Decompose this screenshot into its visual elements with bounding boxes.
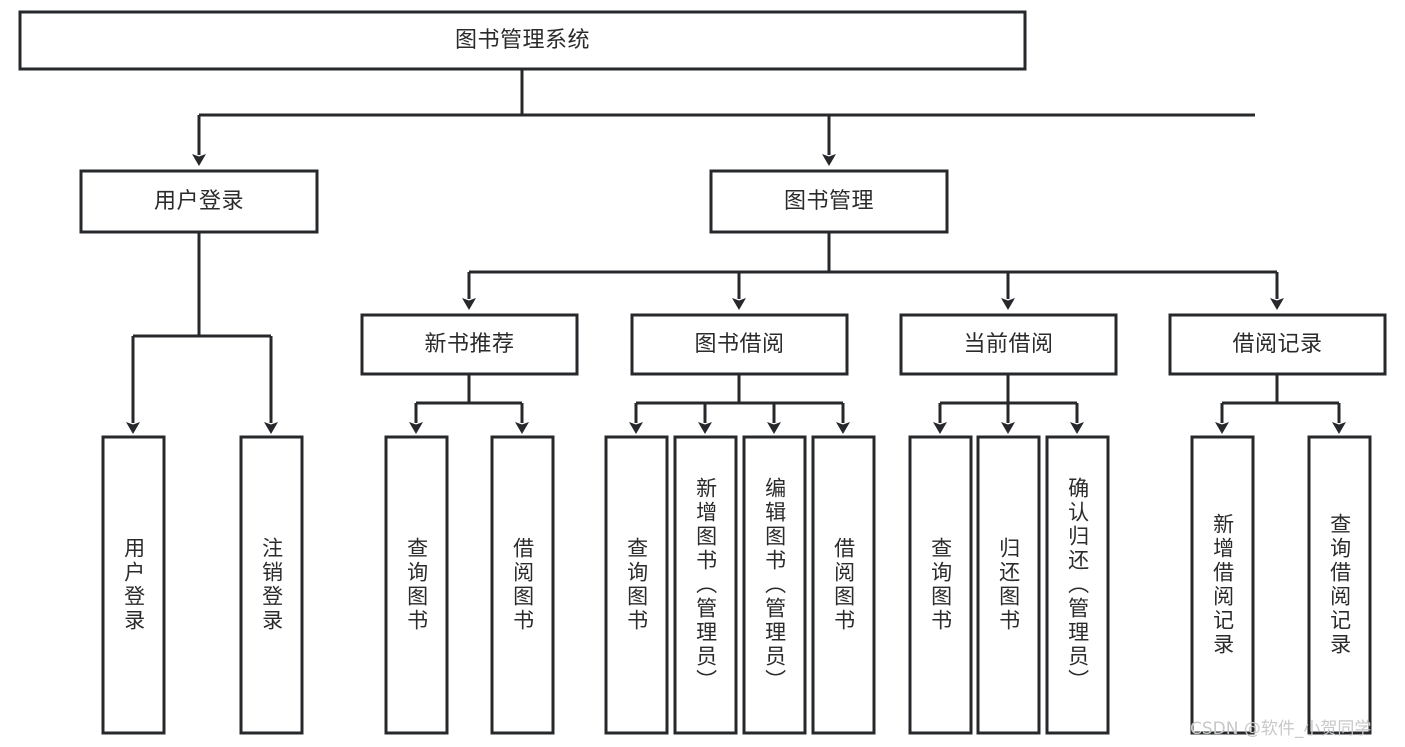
node-leaf-borrow-book-1-box[interactable]: [490, 435, 555, 735]
node-leaf-logout-box[interactable]: [239, 435, 304, 735]
node-leaf-confirm-return-box[interactable]: [1045, 435, 1110, 735]
node-leaf-add-book-box[interactable]: [673, 435, 738, 735]
node-book-borrow-box[interactable]: [630, 313, 849, 376]
node-leaf-return-book-box[interactable]: [976, 435, 1041, 735]
node-root-box[interactable]: [18, 10, 1027, 71]
node-book-manage-box[interactable]: [709, 169, 949, 234]
node-leaf-user-login-box[interactable]: [101, 435, 166, 735]
node-leaf-query-book-2-box[interactable]: [604, 435, 669, 735]
node-user-login-box[interactable]: [79, 169, 319, 234]
node-leaf-query-record-box[interactable]: [1307, 435, 1372, 735]
node-leaf-query-book-3-box[interactable]: [908, 435, 973, 735]
node-new-book-recommend-box[interactable]: [360, 313, 579, 376]
node-leaf-add-record-box[interactable]: [1190, 435, 1255, 735]
node-leaf-edit-book-box[interactable]: [742, 435, 807, 735]
node-borrow-record-box[interactable]: [1168, 313, 1387, 376]
node-current-borrow-box[interactable]: [899, 313, 1118, 376]
node-leaf-borrow-book-2-box[interactable]: [811, 435, 876, 735]
node-leaf-query-book-1-box[interactable]: [384, 435, 449, 735]
